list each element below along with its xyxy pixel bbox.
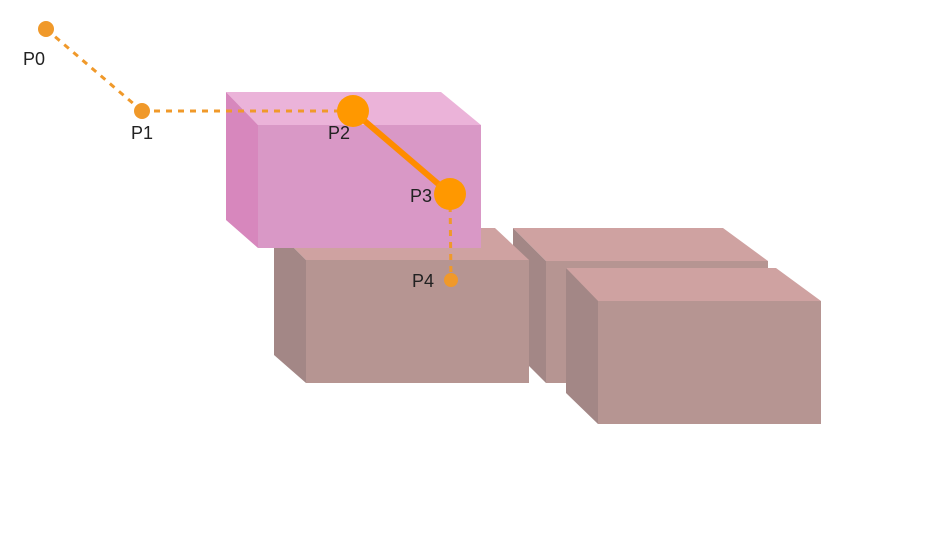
point-label-p3: P3 bbox=[410, 186, 432, 206]
box-front-right-side bbox=[566, 268, 598, 424]
box-highlighted[interactable] bbox=[226, 92, 481, 248]
box-front-right-front bbox=[598, 301, 821, 424]
path-segment-p0-p1 bbox=[45, 27, 143, 113]
box-lower-middle-front bbox=[306, 260, 529, 383]
path-point-p0[interactable] bbox=[38, 21, 54, 37]
path-point-p2[interactable] bbox=[337, 95, 369, 127]
box-lower-middle[interactable] bbox=[274, 228, 529, 383]
path-segment-p2-p3-active bbox=[351, 108, 452, 197]
path-point-p4[interactable] bbox=[444, 273, 458, 287]
box-highlighted-side bbox=[226, 92, 258, 248]
box-back-right-top bbox=[513, 228, 768, 261]
point-label-p4: P4 bbox=[412, 271, 434, 291]
box-front-right[interactable] bbox=[566, 268, 821, 424]
box-highlighted-front bbox=[258, 125, 481, 248]
box-lower-middle-side bbox=[274, 228, 306, 383]
path-point-p1[interactable] bbox=[134, 103, 150, 119]
path-point-p3[interactable] bbox=[434, 178, 466, 210]
point-label-p2: P2 bbox=[328, 123, 350, 143]
box-front-right-top bbox=[566, 268, 821, 301]
point-label-p1: P1 bbox=[131, 123, 153, 143]
point-label-p0: P0 bbox=[23, 49, 45, 69]
